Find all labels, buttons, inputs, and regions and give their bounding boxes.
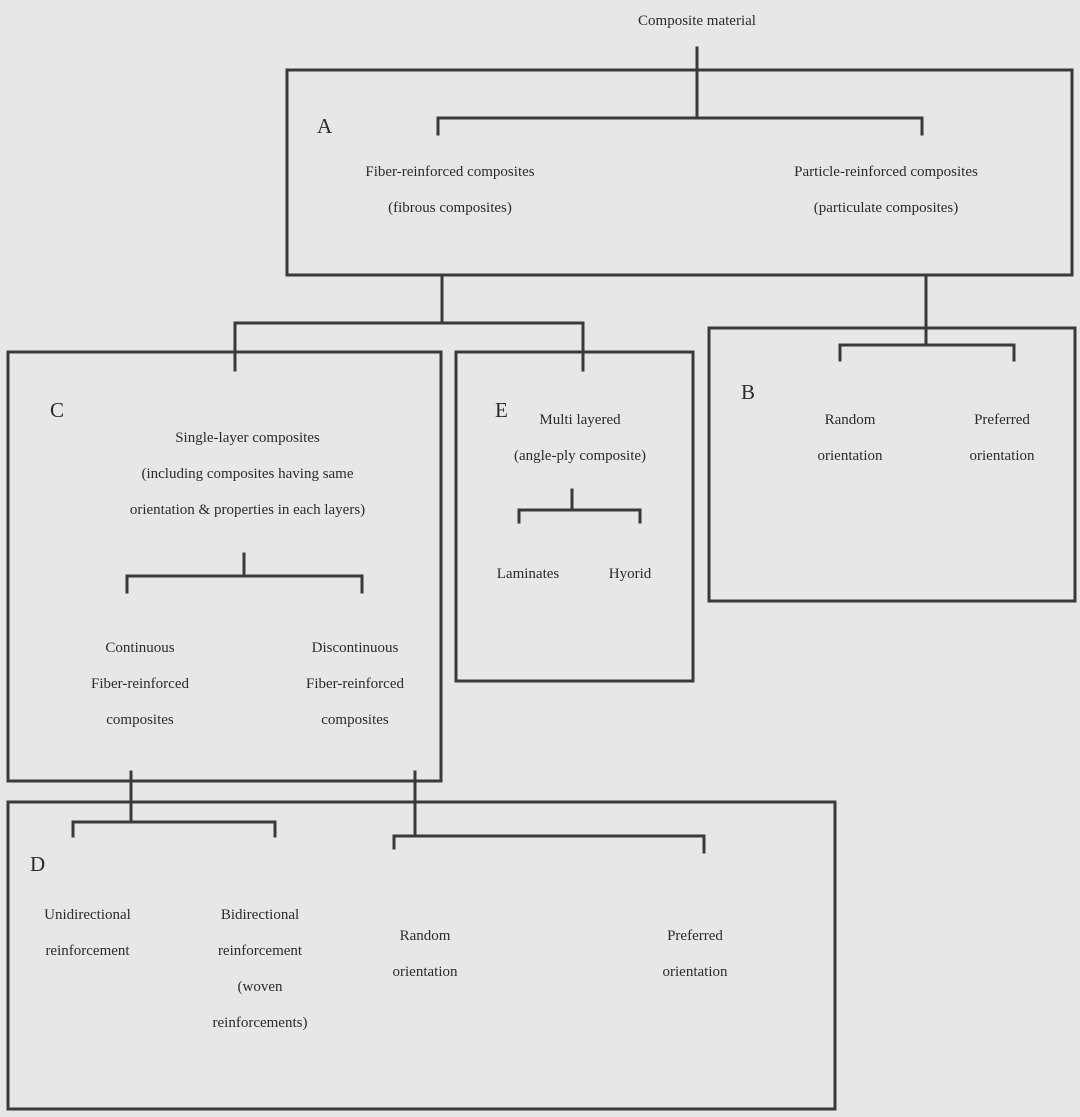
unidirectional-label: Unidirectional reinforcement — [44, 907, 131, 959]
fiber-reinforced-label: Fiber-reinforced composites (fibrous com… — [365, 164, 535, 216]
d-preferred-label: Preferred orientation — [662, 928, 728, 980]
box-e-letter: E — [495, 398, 508, 422]
bracket-a — [436, 116, 924, 136]
box-c — [6, 350, 443, 783]
b-preferred-label: Preferred orientation — [969, 412, 1035, 464]
bracket-e — [517, 508, 642, 524]
box-e — [454, 350, 695, 683]
root-title: Composite material — [638, 13, 756, 29]
box-a — [285, 68, 1074, 277]
box-b — [707, 326, 1077, 603]
box-d — [6, 800, 837, 1111]
b-random-label: Random orientation — [817, 412, 883, 464]
discontinuous-label: Discontinuous Fiber-reinforced composite… — [306, 640, 404, 728]
box-c-letter: C — [50, 398, 65, 422]
bracket-fiber — [233, 321, 585, 372]
bracket-c — [125, 574, 364, 594]
laminates-label: Laminates — [496, 566, 560, 582]
bidirectional-label: Bidirectional reinforcement (woven reinf… — [212, 907, 308, 1031]
bracket-discontinuous — [392, 834, 706, 854]
continuous-label: Continuous Fiber-reinforced composites — [91, 640, 189, 728]
bracket-continuous — [71, 820, 277, 838]
box-d-letter: D — [30, 852, 46, 876]
hybrid-label: Hyorid — [608, 566, 652, 582]
multi-layered-label: Multi layered (angle-ply composite) — [513, 412, 647, 464]
d-random-label: Random orientation — [392, 928, 458, 980]
box-a-letter: A — [317, 114, 333, 138]
box-b-letter: B — [741, 380, 756, 404]
bracket-b — [838, 343, 1016, 362]
particle-reinforced-label: Particle-reinforced composites (particul… — [794, 164, 978, 216]
single-layer-label: Single-layer composites (including compo… — [129, 430, 366, 518]
